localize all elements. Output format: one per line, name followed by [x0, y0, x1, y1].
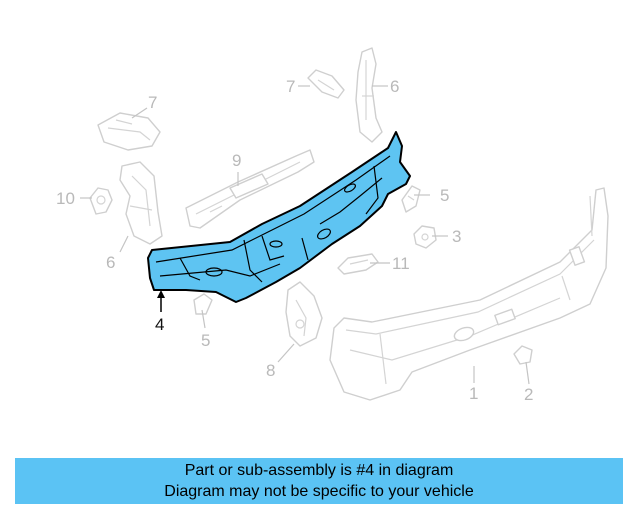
part-9-cross-bar — [185, 149, 315, 229]
part-10-clip — [89, 187, 113, 215]
part-3-bracket — [413, 225, 437, 249]
part-7-top-bracket — [307, 69, 345, 99]
callout-2: 2 — [524, 385, 533, 404]
part-1-rear-panel — [329, 187, 609, 401]
part-2-clip — [513, 345, 533, 365]
callout-3: 3 — [452, 227, 461, 246]
callout-7-top: 7 — [286, 77, 295, 96]
part-6-left-pillar — [119, 161, 163, 245]
part-4-highlighted-panel — [147, 131, 411, 303]
part-8-lower-pillar — [285, 281, 323, 347]
part-4-arrow — [157, 290, 165, 312]
callout-6-top: 6 — [390, 77, 399, 96]
banner-line-1: Part or sub-assembly is #4 in diagram — [184, 462, 454, 479]
callout-5-right: 5 — [440, 186, 449, 205]
part-5-right-bracket — [401, 185, 421, 213]
callout-1: 1 — [469, 384, 478, 403]
callout-6-left: 6 — [106, 253, 115, 272]
callout-7-top-left: 7 — [148, 93, 157, 112]
part-11-plate — [337, 253, 379, 275]
part-7-left-bracket — [97, 112, 161, 151]
callout-4: 4 — [155, 315, 164, 334]
leader-lines — [80, 85, 530, 385]
banner-line-2: Diagram may not be specific to your vehi… — [164, 483, 474, 500]
part-6-top-pillar — [355, 47, 383, 143]
callout-8: 8 — [266, 361, 275, 380]
parts-diagram: 7 7 6 9 10 6 5 3 11 4 5 8 1 2 — [56, 47, 609, 404]
callout-5-bottom: 5 — [201, 331, 210, 350]
callout-10: 10 — [56, 189, 75, 208]
info-banner: Part or sub-assembly is #4 in diagram Di… — [15, 458, 623, 504]
part-5-bottom-bracket — [193, 293, 213, 315]
callout-9: 9 — [232, 151, 241, 170]
callout-11: 11 — [392, 254, 410, 273]
